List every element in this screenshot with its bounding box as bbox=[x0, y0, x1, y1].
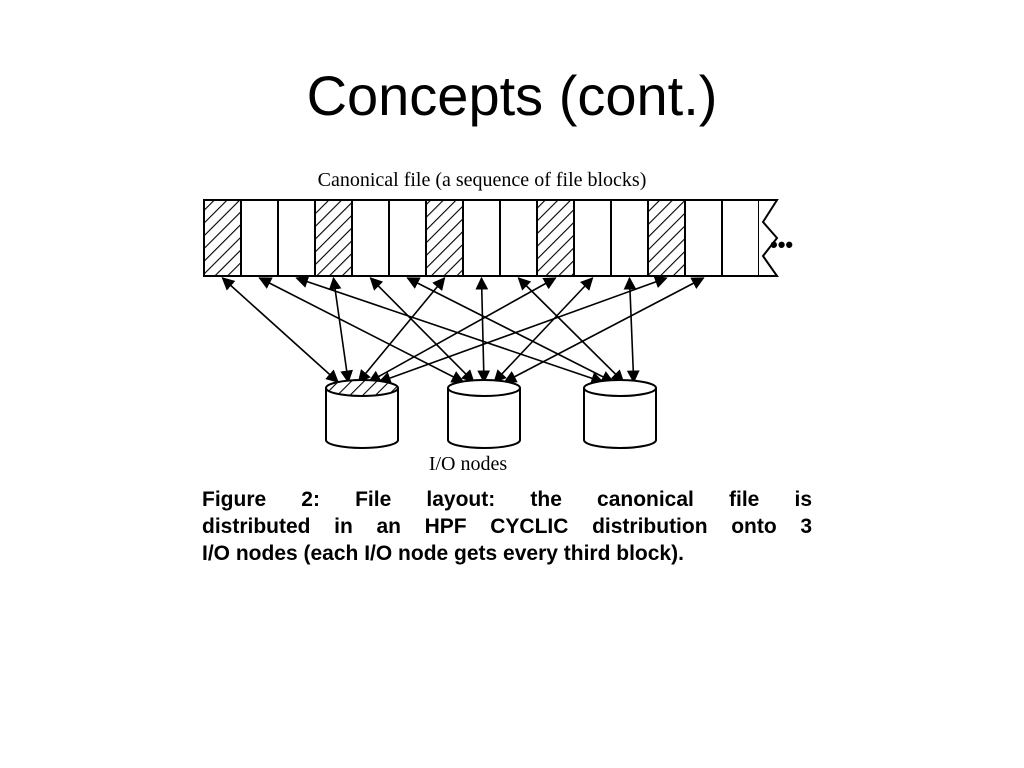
block-to-node-arrow bbox=[623, 276, 640, 384]
io-node-cylinder bbox=[325, 379, 399, 449]
file-layout-diagram: Canonical file (a sequence of file block… bbox=[203, 169, 793, 475]
file-block bbox=[240, 199, 279, 277]
block-to-node-arrow bbox=[367, 277, 557, 383]
file-block bbox=[462, 199, 501, 277]
block-to-node-arrow bbox=[258, 277, 465, 383]
file-block bbox=[573, 199, 612, 277]
io-node-cylinder bbox=[447, 379, 521, 449]
io-node-top bbox=[583, 379, 657, 397]
file-block-hatched bbox=[203, 199, 242, 277]
io-node-body bbox=[447, 388, 521, 449]
io-node-body bbox=[325, 388, 399, 449]
torn-edge bbox=[759, 199, 779, 277]
file-block bbox=[684, 199, 723, 277]
io-nodes-label: I/O nodes bbox=[429, 453, 508, 475]
continuation-ellipsis: ••• bbox=[770, 232, 793, 257]
file-block-hatched bbox=[647, 199, 686, 277]
file-blocks bbox=[203, 199, 779, 277]
slide-title: Concepts (cont.) bbox=[306, 64, 718, 127]
caption-line: I/O nodes (each I/O node gets every thir… bbox=[202, 542, 684, 565]
block-to-node-arrow bbox=[475, 276, 491, 384]
io-node-top bbox=[325, 379, 399, 397]
distribution-arrows bbox=[221, 275, 705, 385]
file-layout-figure: Canonical file (a sequence of file block… bbox=[190, 160, 830, 480]
block-to-node-arrow bbox=[503, 277, 705, 383]
file-block bbox=[610, 199, 649, 277]
canonical-file-label: Canonical file (a sequence of file block… bbox=[318, 169, 647, 191]
io-node-top bbox=[447, 379, 521, 397]
file-block bbox=[277, 199, 316, 277]
file-block bbox=[351, 199, 390, 277]
block-to-node-arrow bbox=[328, 276, 354, 384]
file-block bbox=[499, 199, 538, 277]
caption-line: distributed in an HPF CYCLIC distributio… bbox=[202, 515, 812, 538]
block-to-node-arrow bbox=[221, 277, 339, 383]
block-to-node-arrow bbox=[406, 277, 615, 383]
block-to-node-arrow bbox=[295, 275, 605, 385]
io-node-cylinder bbox=[583, 379, 657, 449]
file-block-hatched bbox=[425, 199, 464, 277]
file-block-hatched bbox=[536, 199, 575, 277]
figure-caption: Figure 2: File layout: the canonical fil… bbox=[202, 486, 812, 567]
file-block bbox=[721, 199, 760, 277]
file-block-hatched bbox=[314, 199, 353, 277]
io-node-body bbox=[583, 388, 657, 449]
caption-line: Figure 2: File layout: the canonical fil… bbox=[202, 488, 812, 511]
file-block bbox=[388, 199, 427, 277]
io-nodes bbox=[325, 379, 657, 449]
